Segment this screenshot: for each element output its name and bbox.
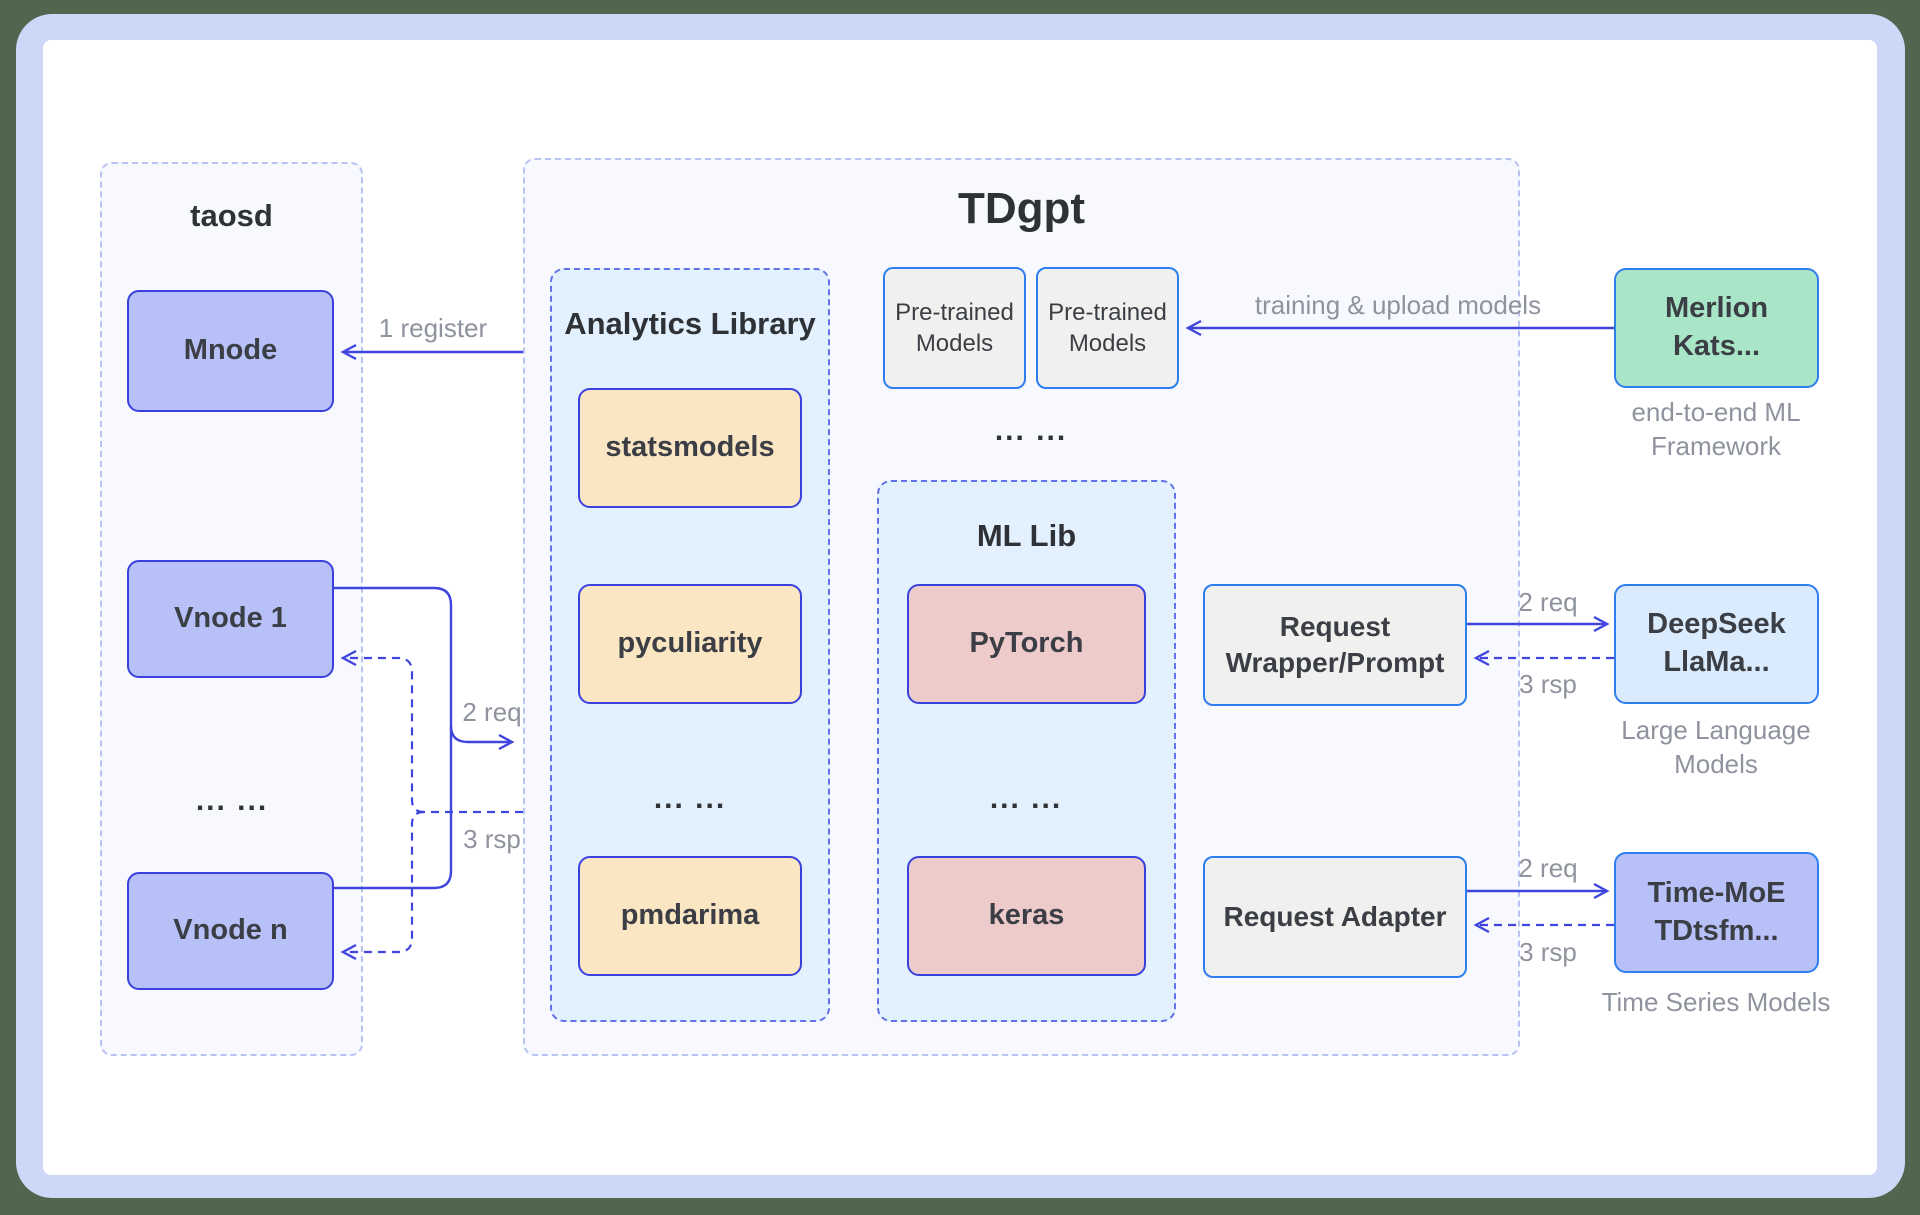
node-pyculiarity: pyculiarity — [578, 584, 802, 704]
mllib-ellipsis: ... ... — [989, 782, 1063, 815]
node-pytorch: PyTorch — [907, 584, 1146, 704]
node-time-moe-tdtsfm: Time-MoE TDtsfm... — [1614, 852, 1819, 973]
analytics-ellipsis: ... ... — [653, 782, 727, 815]
label-tsm-rsp: 3 rsp — [1519, 937, 1577, 967]
caption-time-series-models: Time Series Models — [1601, 987, 1831, 1017]
node-pmdarima: pmdarima — [578, 856, 802, 976]
label-register: 1 register — [378, 313, 488, 343]
node-pretrained-models-1: Pre-trained Models — [883, 267, 1026, 389]
node-vnode1: Vnode 1 — [127, 560, 334, 678]
label-tsm-req: 2 req — [1518, 853, 1578, 883]
node-vnoden: Vnode n — [127, 872, 334, 990]
ml-lib-title: ML Lib — [976, 518, 1077, 553]
node-pretrained-models-2: Pre-trained Models — [1036, 267, 1179, 389]
tdgpt-title: TDgpt — [957, 184, 1086, 233]
pretrained-ellipsis: ... ... — [994, 414, 1068, 447]
label-vnode-req: 2 req — [462, 697, 522, 727]
label-vnode-rsp: 3 rsp — [463, 824, 521, 854]
label-training-upload: training & upload models — [1254, 290, 1542, 320]
analytics-library-title: Analytics Library — [564, 306, 816, 341]
node-request-adapter: Request Adapter — [1203, 856, 1467, 978]
node-statsmodels: statsmodels — [578, 388, 802, 508]
caption-ml-framework: end-to-end ML Framework — [1631, 397, 1801, 461]
label-llm-req: 2 req — [1518, 587, 1578, 617]
node-keras: keras — [907, 856, 1146, 976]
taosd-ellipsis: ... ... — [195, 784, 269, 817]
node-mnode: Mnode — [127, 290, 334, 412]
node-deepseek-llama: DeepSeek LlaMa... — [1614, 584, 1819, 704]
node-merlion-kats: Merlion Kats... — [1614, 268, 1819, 388]
node-request-wrapper-prompt: Request Wrapper/Prompt — [1203, 584, 1467, 706]
caption-large-language-models: Large Language Models — [1621, 715, 1811, 779]
taosd-title: taosd — [190, 198, 273, 233]
label-llm-rsp: 3 rsp — [1519, 669, 1577, 699]
